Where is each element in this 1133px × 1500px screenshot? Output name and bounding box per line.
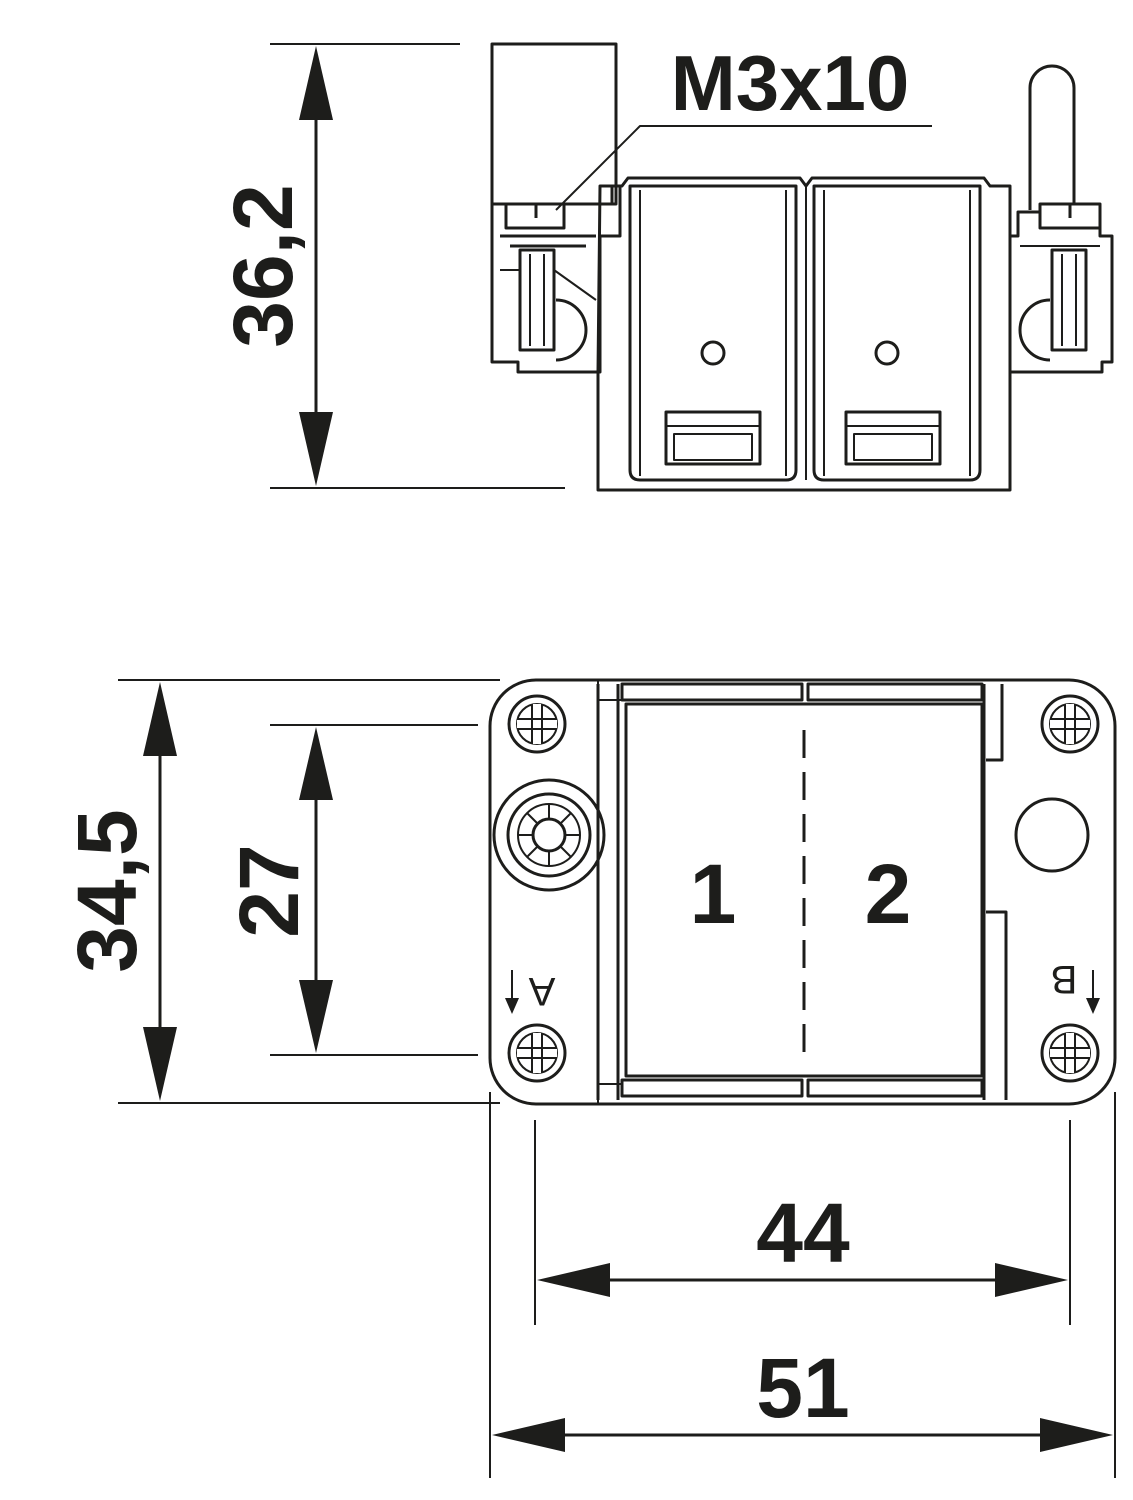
side-right-screw-housing: [1008, 210, 1114, 374]
top-view: [118, 678, 1117, 1478]
dimension-arrow-up: [299, 46, 333, 120]
outer-width-dimension: [489, 1092, 1116, 1478]
side-view: [270, 42, 1114, 492]
screw-spec-label: M3x10: [671, 39, 910, 127]
dimension-arrow-left: [537, 1263, 610, 1297]
outer-width-label: 51: [756, 1341, 849, 1435]
side-chamber-1-hole: [700, 340, 726, 366]
dimension-arrow-left: [492, 1418, 565, 1452]
inner-height-dimension: [270, 724, 478, 1056]
marker-a-arrow: [505, 970, 519, 1014]
dimension-arrow-up: [299, 727, 333, 800]
top-coding-pin-left: [492, 778, 606, 892]
inner-width-dimension: [534, 1120, 1071, 1325]
chamber-2-label: 2: [865, 847, 912, 941]
outer-height-label: 34,5: [60, 809, 154, 973]
side-main-body: [596, 176, 1012, 492]
height-label-36-2: 36,2: [216, 184, 310, 348]
height-dimension-36-2: [270, 43, 565, 489]
dimension-arrow-right: [1040, 1418, 1113, 1452]
dimension-arrow-down: [299, 980, 333, 1053]
top-screw-top-left: [507, 694, 567, 754]
top-housing-outline: [488, 678, 1117, 1106]
dimension-arrow-down: [143, 1027, 177, 1101]
side-chamber-1-latch: [664, 410, 762, 466]
top-rails: [620, 682, 984, 1098]
top-screw-bottom-right: [1040, 1023, 1100, 1083]
side-right-pin: [1028, 64, 1076, 210]
marker-b-arrow: [1086, 970, 1100, 1014]
dimension-arrow-right: [995, 1263, 1068, 1297]
marker-b-label: B: [1051, 957, 1078, 1001]
side-left-block: [490, 42, 618, 206]
dimension-arrow-up: [143, 682, 177, 756]
top-coding-hole-right: [1014, 797, 1090, 873]
inner-width-label: 44: [756, 1186, 850, 1280]
marker-a-label: A: [528, 969, 555, 1013]
side-chamber-1: [628, 184, 798, 482]
top-screw-bottom-left: [507, 1023, 567, 1083]
outer-height-dimension: [118, 679, 500, 1104]
top-chamber-area: [624, 702, 984, 1078]
inner-height-label: 27: [222, 844, 316, 937]
screw-leader-line: [555, 125, 932, 211]
top-screw-top-right: [1040, 694, 1100, 754]
side-chamber-2-latch: [844, 410, 942, 466]
side-chamber-2-hole: [874, 340, 900, 366]
dimension-arrow-down: [299, 412, 333, 486]
chamber-1-label: 1: [690, 847, 737, 941]
side-chamber-2: [812, 184, 982, 482]
